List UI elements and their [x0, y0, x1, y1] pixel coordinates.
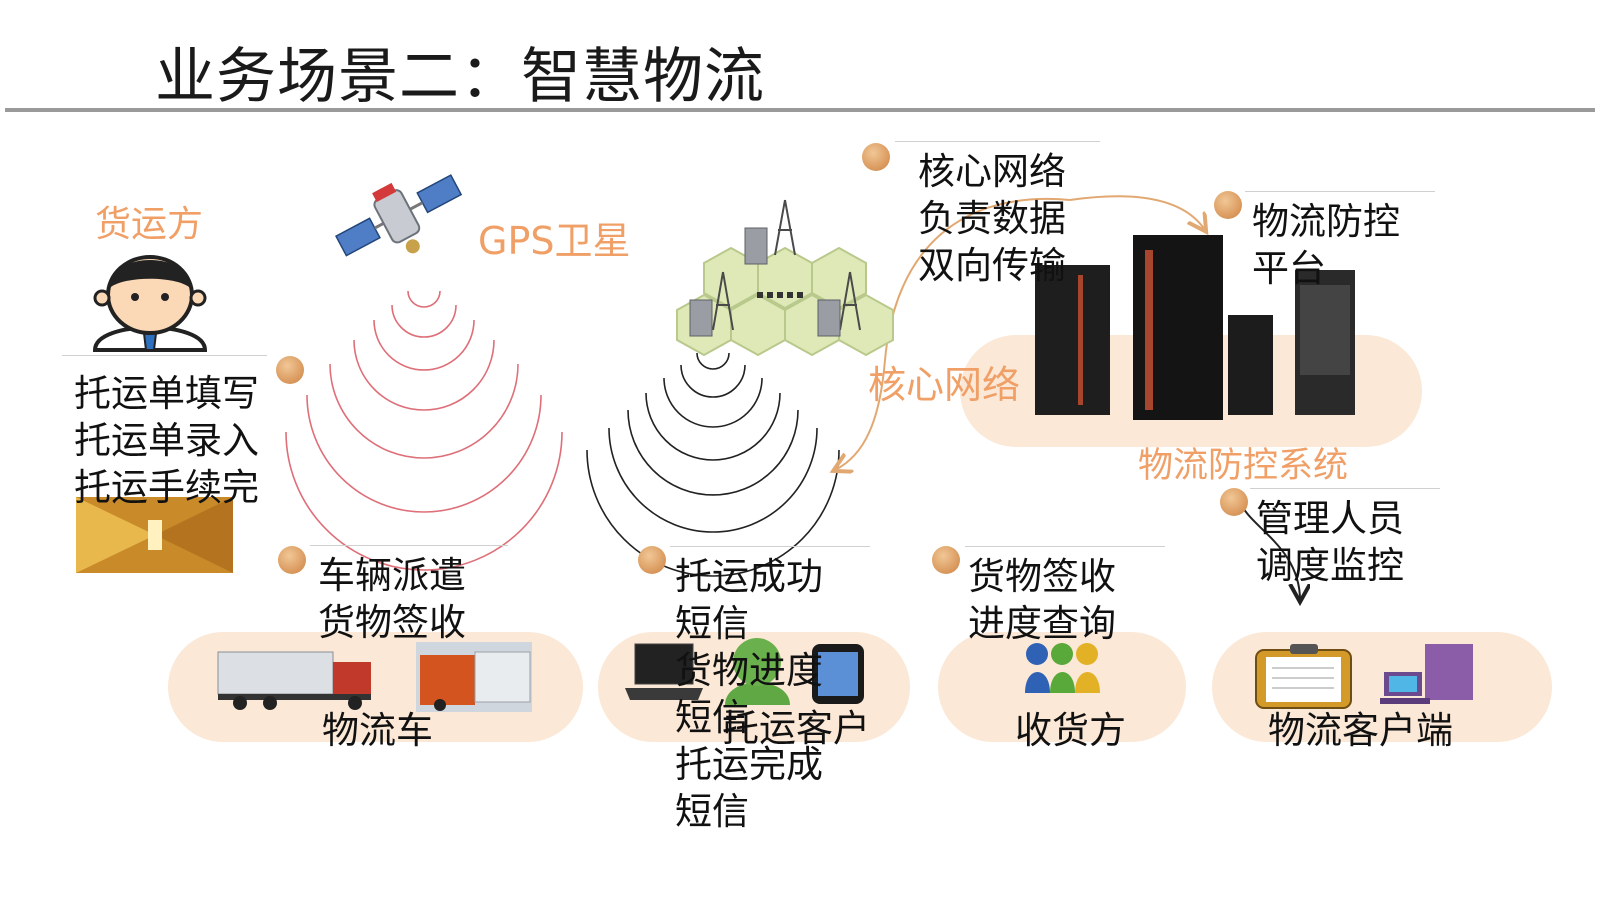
vehicle-note-line [310, 545, 508, 546]
core-note-3: 双向传输 [918, 244, 1066, 287]
receiver-people-icon [1025, 643, 1100, 693]
core-note-2: 负责数据 [918, 197, 1066, 240]
core-note-1: 核心网络 [918, 150, 1066, 193]
vehicle-label: 物流车 [322, 709, 433, 752]
shipper-note-1: 托运单填写 [74, 372, 259, 415]
warehouse-photo [76, 497, 233, 573]
truck-icon-2 [416, 642, 532, 712]
vehicle-notes: 车辆派遣 货物签收 [318, 552, 466, 646]
customer-icon [725, 638, 790, 705]
sms-notes: 托运成功 短信 货物进度 短信 托运完成 短信 [675, 553, 823, 835]
sms-note-1: 托运成功 [675, 555, 823, 598]
truck-icon-1 [217, 651, 371, 710]
logistics-client-label: 物流客户端 [1268, 709, 1453, 752]
page-title: 业务场景二：智慧物流 [155, 42, 765, 112]
shipper-note-3: 托运手续完 [74, 466, 259, 509]
tower-antennas [712, 199, 861, 331]
sms-note-5: 托运完成 [675, 743, 823, 786]
shipper-note-2: 托运单录入 [74, 419, 259, 462]
sms-note-line [670, 546, 870, 547]
core-note-line [895, 141, 1100, 142]
platform-note-2: 平台 [1252, 247, 1326, 290]
computer-icon [1380, 644, 1473, 704]
core-network-notes: 核心网络 负责数据 双向传输 [918, 148, 1066, 289]
manager-notes: 管理人员 调度监控 [1256, 495, 1404, 589]
tower-signal-waves [586, 352, 840, 577]
platform-notes: 物流防控 平台 [1252, 198, 1400, 292]
vehicle-note-bullet [278, 546, 306, 574]
core-network-label: 核心网络 [868, 363, 1021, 407]
platform-note-line [1245, 191, 1435, 192]
shipper-avatar-icon [92, 255, 208, 352]
receiver-note-bullet [932, 546, 960, 574]
receiver-note-1: 货物签收 [968, 555, 1116, 598]
shipper-note-line [62, 355, 267, 356]
vehicle-note-2: 货物签收 [318, 601, 466, 644]
consign-customer-label: 托运客户 [722, 707, 870, 750]
receiver-notes: 货物签收 进度查询 [968, 553, 1116, 647]
shipper-note-bullet [276, 356, 304, 384]
laptop-icon [625, 643, 703, 700]
shipper-notes: 托运单填写 托运单录入 托运手续完 [74, 370, 259, 511]
flow-arrow-to-servers [1069, 195, 1205, 230]
phone-icon [812, 644, 864, 704]
clipboard-icon [1255, 644, 1352, 709]
receiver-label: 收货方 [1015, 709, 1126, 752]
sms-note-4: 短信 [675, 696, 749, 739]
manager-note-2: 调度监控 [1256, 544, 1404, 587]
server-racks-icon [1035, 235, 1355, 420]
sms-note-6: 短信 [675, 790, 749, 833]
platform-note-1: 物流防控 [1252, 200, 1400, 243]
receiver-note-2: 进度查询 [968, 602, 1116, 645]
shipper-label: 货运方 [95, 204, 204, 245]
manager-note-line [1250, 488, 1440, 489]
sms-note-2: 短信 [675, 602, 749, 645]
manager-note-bullet [1220, 488, 1248, 516]
tower-cabinets [689, 227, 841, 337]
manager-note-1: 管理人员 [1256, 497, 1404, 540]
vehicle-note-1: 车辆派遣 [318, 554, 466, 597]
control-system-label: 物流防控系统 [1138, 446, 1349, 486]
gps-label: GPS卫星 [478, 219, 631, 263]
satellite-signal-waves [285, 290, 563, 571]
title-divider [5, 108, 1595, 112]
sms-note-3: 货物进度 [675, 649, 823, 692]
tower-signal-dots [757, 292, 803, 298]
sms-note-bullet [638, 546, 666, 574]
receiver-note-line [965, 546, 1165, 547]
platform-note-bullet [1214, 191, 1242, 219]
core-note-bullet [862, 143, 890, 171]
satellite-icon [335, 174, 463, 257]
